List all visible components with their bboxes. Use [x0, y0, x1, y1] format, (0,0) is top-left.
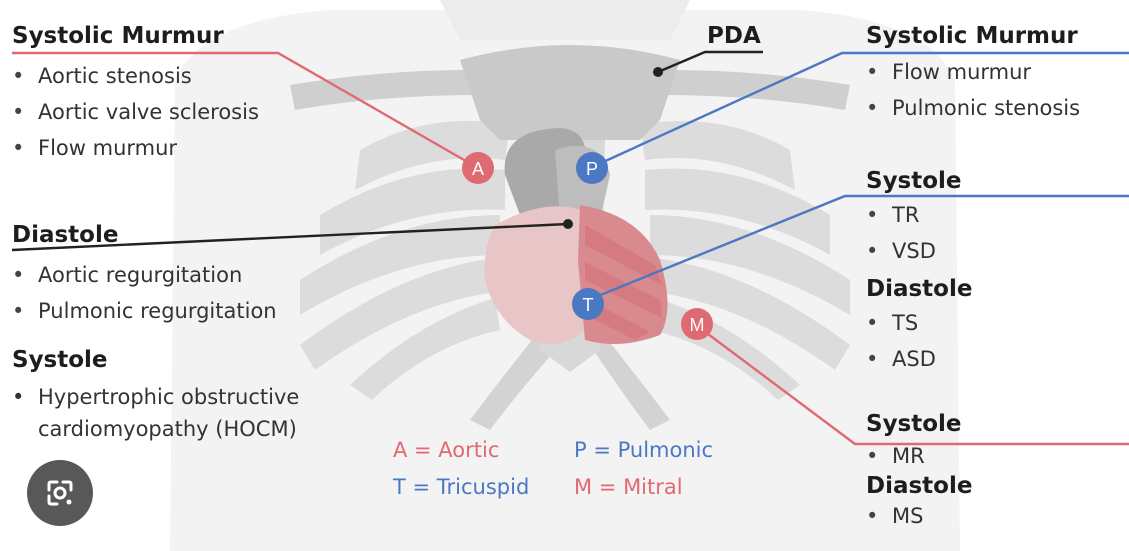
mitral-block: Systole •MR Diastole •MS — [866, 410, 972, 532]
tricuspid-block: Systole •TR •VSD Diastole •TS •ASD — [866, 167, 972, 377]
bullet-icon: • — [12, 384, 38, 410]
marker-m: M — [681, 308, 713, 340]
pda-dot — [653, 67, 663, 77]
list-item-text: Aortic valve sclerosis — [38, 100, 259, 124]
list-item: •VSD — [866, 233, 972, 269]
bullet-icon: • — [866, 440, 892, 472]
diastole-dot — [563, 219, 573, 229]
marker-m-label: M — [690, 315, 705, 335]
list-item: •TR — [866, 197, 972, 233]
list-item-text: VSD — [892, 239, 936, 263]
right-systolic-heading: Systolic Murmur — [866, 22, 1080, 50]
bullet-icon: • — [866, 233, 892, 269]
pda-label: PDA — [707, 22, 761, 50]
bullet-icon: • — [12, 94, 38, 130]
legend-tricuspid: T = Tricuspid — [393, 474, 529, 500]
mitral-systole-heading: Systole — [866, 410, 972, 438]
bullet-icon: • — [866, 90, 892, 126]
list-item-text: TR — [892, 203, 919, 227]
list-item: •Pulmonic regurgitation — [12, 293, 277, 329]
bullet-icon: • — [866, 500, 892, 532]
list-item: •TS — [866, 305, 972, 341]
neck-shadow — [440, 0, 690, 40]
tricuspid-systole-heading: Systole — [866, 167, 972, 195]
marker-a: A — [462, 152, 494, 184]
bullet-icon: • — [12, 58, 38, 94]
list-item-text: Hypertrophic obstructive — [38, 385, 299, 409]
list-item-continuation: cardiomyopathy (HOCM) — [12, 416, 299, 442]
list-item: •Pulmonic stenosis — [866, 90, 1080, 126]
legend-mitral: M = Mitral — [574, 474, 683, 500]
bullet-icon: • — [866, 341, 892, 377]
list-item-text: Pulmonic stenosis — [892, 96, 1080, 120]
legend-pulmonic: P = Pulmonic — [574, 437, 713, 463]
list-item-text: Pulmonic regurgitation — [38, 299, 277, 323]
legend-aortic: A = Aortic — [393, 437, 499, 463]
list-item-text: TS — [892, 311, 918, 335]
left-systolic-heading: Systolic Murmur — [12, 22, 259, 50]
list-item-text: Flow murmur — [38, 136, 177, 160]
marker-a-label: A — [472, 159, 484, 179]
list-item: •Aortic regurgitation — [12, 257, 277, 293]
bullet-icon: • — [12, 293, 38, 329]
list-item: •MS — [866, 500, 972, 532]
left-systole-heading: Systole — [12, 346, 299, 374]
list-item: •Aortic valve sclerosis — [12, 94, 259, 130]
list-item-text: Aortic stenosis — [38, 64, 192, 88]
left-diastole-block: Diastole •Aortic regurgitation •Pulmonic… — [12, 221, 277, 329]
left-diastole-heading: Diastole — [12, 221, 277, 249]
manubrium — [460, 45, 680, 140]
list-item-text: Aortic regurgitation — [38, 263, 242, 287]
tricuspid-diastole-heading: Diastole — [866, 275, 972, 303]
list-item-text: Flow murmur — [892, 60, 1031, 84]
list-item: •Flow murmur — [12, 130, 259, 166]
bullet-icon: • — [866, 54, 892, 90]
mitral-diastole-heading: Diastole — [866, 472, 972, 500]
list-item: •Aortic stenosis — [12, 58, 259, 94]
marker-t: T — [572, 288, 604, 320]
marker-p: P — [576, 152, 608, 184]
bullet-icon: • — [866, 197, 892, 233]
list-item: •ASD — [866, 341, 972, 377]
marker-t-label: T — [583, 295, 594, 315]
marker-p-label: P — [586, 159, 598, 179]
lens-search-button[interactable] — [27, 460, 93, 526]
left-systolic-block: Systolic Murmur •Aortic stenosis •Aortic… — [12, 22, 259, 166]
bullet-icon: • — [12, 257, 38, 293]
list-item-text: MS — [892, 504, 923, 528]
list-item-text: ASD — [892, 347, 936, 371]
bullet-icon: • — [866, 305, 892, 341]
list-item: •Hypertrophic obstructive — [12, 384, 299, 410]
list-item-text: MR — [892, 444, 925, 468]
lens-search-icon — [27, 460, 93, 526]
list-item: •MR — [866, 440, 972, 472]
list-item: •Flow murmur — [866, 54, 1080, 90]
left-systole-block: Systole •Hypertrophic obstructive cardio… — [12, 346, 299, 442]
right-systolic-block: Systolic Murmur •Flow murmur •Pulmonic s… — [866, 22, 1080, 126]
bullet-icon: • — [12, 130, 38, 166]
